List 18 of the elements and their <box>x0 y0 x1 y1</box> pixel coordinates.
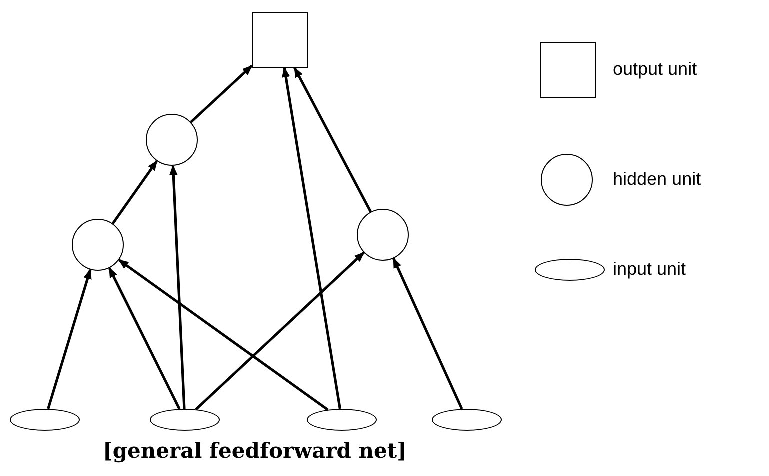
arrow <box>47 268 92 410</box>
arrow <box>112 160 158 224</box>
arrow <box>118 259 329 411</box>
output-unit-square <box>252 12 308 68</box>
arrow <box>282 66 342 410</box>
legend-label: output unit <box>613 59 698 80</box>
arrow <box>169 164 186 410</box>
arrow <box>294 67 372 213</box>
arrow <box>190 64 253 124</box>
caption: [general feedforward net] <box>102 438 408 463</box>
legend-label: input unit <box>613 259 686 280</box>
hidden-unit-circle <box>146 114 198 166</box>
arrow <box>392 258 464 410</box>
hidden-unit-circle <box>72 219 124 271</box>
hidden-unit-circle <box>357 209 409 261</box>
arrow <box>108 267 181 410</box>
legend-label: hidden unit <box>613 169 702 190</box>
arrow <box>195 252 365 411</box>
